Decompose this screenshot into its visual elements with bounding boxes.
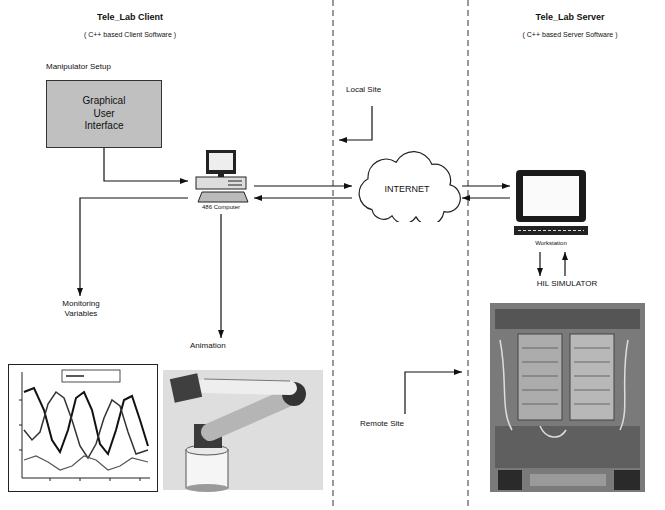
monitor-frame [516, 170, 586, 222]
drive-slot [228, 181, 242, 185]
server-subtitle: ( C++ based Server Software ) [485, 31, 655, 39]
connector-arrow [220, 214, 221, 338]
hil-wheel [614, 470, 640, 490]
cloud-shape [359, 152, 460, 222]
hil-photo-background [490, 303, 645, 492]
robot-base-foot [186, 484, 228, 492]
plot-key-box [62, 370, 120, 382]
hil-module [518, 334, 562, 420]
connector-arrow [80, 198, 188, 296]
robot-base [186, 450, 228, 488]
monitor-screen [523, 176, 579, 216]
hil-simulator: HIL SIMULATOR [488, 276, 646, 494]
server-title: Tele_Lab Server [490, 12, 650, 23]
monitor-screen [209, 153, 233, 170]
keyboard [198, 192, 248, 202]
cloud-label: INTERNET [385, 184, 430, 194]
connector-arrow [462, 185, 510, 186]
computer-case [196, 177, 246, 189]
gui-text: Graphical User Interface [73, 95, 135, 133]
connector-group [80, 148, 565, 338]
hil-wires [500, 340, 628, 437]
client-computer: 486 Computer [188, 148, 254, 214]
robot-forearm [204, 386, 290, 388]
robot-forearm-edge [204, 379, 290, 381]
animation-view: Animation [163, 338, 325, 492]
hil-module-detail [522, 348, 610, 404]
monitoring-plot: Monitoring Variables [8, 296, 158, 492]
client-subtitle: ( C++ based Client Software ) [45, 31, 215, 39]
site-label: Local Site [346, 85, 416, 95]
workstation-base [514, 226, 588, 235]
computer-icon [188, 148, 254, 204]
connector-arrow [539, 252, 540, 276]
hil-rail [495, 309, 640, 329]
base-vents [518, 230, 584, 231]
robot-upper-arm [210, 396, 292, 432]
view-heading: HIL SIMULATOR [488, 276, 646, 289]
hil-base [530, 474, 606, 486]
workstation-icon [510, 168, 592, 240]
connector-arrow [104, 148, 188, 181]
site-divider [467, 0, 468, 510]
internet-cloud: INTERNET [352, 150, 462, 222]
gui-box: Manipulator SetupGraphical User Interfac… [46, 62, 162, 148]
site-divider [332, 0, 333, 510]
gui-panel: Graphical User Interface [46, 80, 162, 148]
plot-curve [24, 392, 148, 458]
monitor-frame [206, 150, 236, 174]
server-workstation: Workstation [510, 168, 592, 252]
hil-module [570, 334, 614, 420]
animation-background [163, 370, 323, 490]
workstation-label: Workstation [535, 240, 567, 247]
connector-arrow [254, 197, 352, 198]
site-pointer [339, 106, 372, 140]
connector-arrow [564, 252, 565, 276]
hil-wheel [498, 470, 522, 490]
connector-arrow [254, 185, 352, 186]
robot-gripper [170, 373, 202, 402]
view-heading: Animation [163, 338, 325, 351]
plot-curve [24, 456, 148, 470]
setup-heading: Manipulator Setup [46, 62, 162, 71]
site-label: Remote Site [360, 419, 440, 429]
plot-frame [8, 364, 158, 492]
connector-arrow [462, 197, 510, 198]
client-title: Tele_Lab Client [50, 12, 210, 23]
site-pointer [405, 372, 462, 414]
hil-panel [495, 426, 640, 468]
plot-heading: Monitoring Variables [46, 296, 116, 319]
plot-axis [22, 478, 150, 479]
computer-label: 486 Computer [202, 204, 240, 211]
plot-key-line [66, 375, 84, 377]
